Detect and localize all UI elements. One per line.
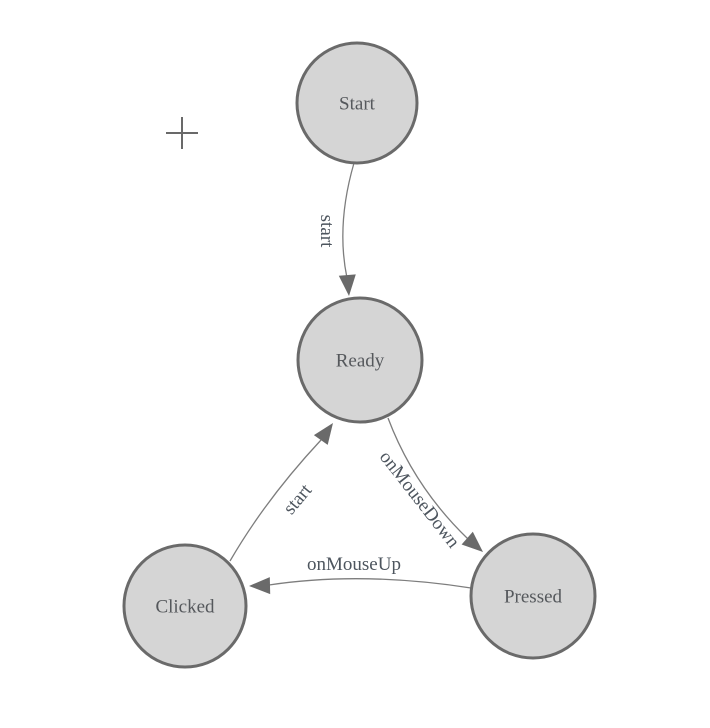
arrowhead-icon <box>461 531 483 552</box>
edge-start-to-ready[interactable]: start <box>316 162 356 296</box>
arrowhead-icon <box>313 423 333 445</box>
edge-line[interactable] <box>387 417 469 540</box>
node-clicked-circle[interactable] <box>122 543 248 669</box>
node-pressed[interactable]: Pressed <box>469 532 597 660</box>
edge-label-onmousedown: onMouseDown <box>375 447 464 553</box>
node-start-circle[interactable] <box>295 41 419 165</box>
node-pressed-circle[interactable] <box>469 532 597 660</box>
edge-ready-to-pressed[interactable]: onMouseDown <box>375 417 483 553</box>
edge-label-start-clicked-ready: start <box>279 480 317 519</box>
edge-line[interactable] <box>268 578 472 589</box>
arrowhead-icon <box>249 577 271 595</box>
node-clicked-label: Clicked <box>155 596 215 617</box>
edge-line[interactable] <box>229 439 322 562</box>
edge-label-start-ready: start <box>316 215 337 248</box>
edge-label-onmouseup: onMouseUp <box>307 554 401 575</box>
node-start-label: Start <box>339 93 376 114</box>
node-ready-label: Ready <box>336 350 385 371</box>
edge-line[interactable] <box>342 162 355 279</box>
node-ready[interactable]: Ready <box>296 296 424 424</box>
node-clicked[interactable]: Clicked <box>122 543 248 669</box>
edge-clicked-to-ready[interactable]: start <box>229 423 333 562</box>
node-start[interactable]: Start <box>295 41 419 165</box>
node-pressed-label: Pressed <box>504 586 563 607</box>
arrowhead-icon <box>338 274 356 296</box>
edge-pressed-to-clicked[interactable]: onMouseUp <box>249 554 472 595</box>
node-ready-circle[interactable] <box>296 296 424 424</box>
plus-crosshair-icon[interactable] <box>166 117 198 149</box>
